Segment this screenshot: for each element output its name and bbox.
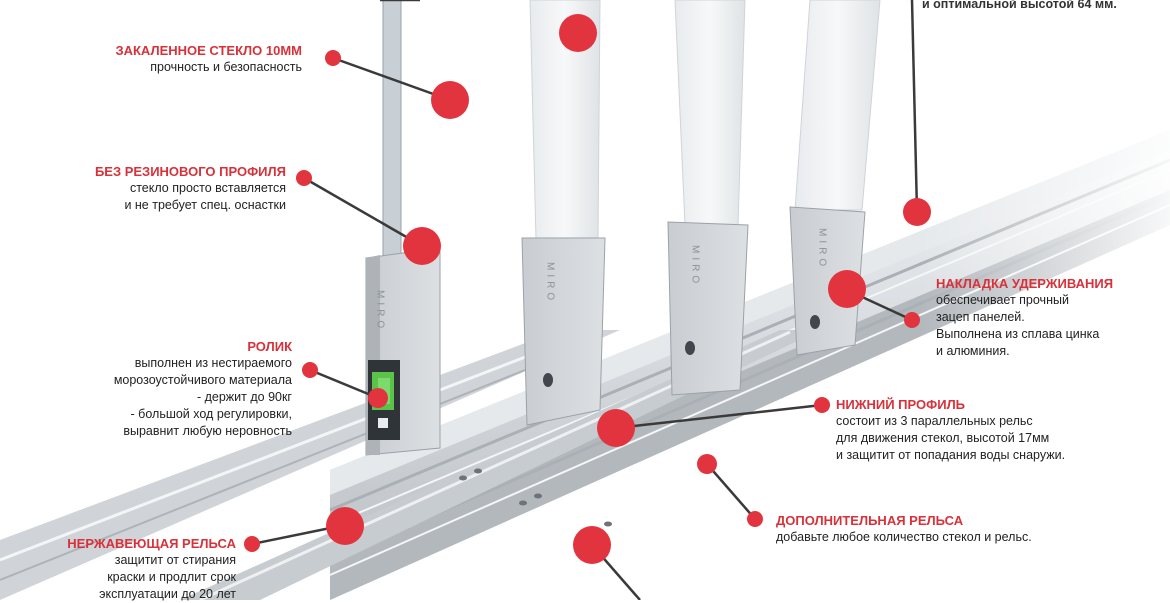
callout-title: НЕРЖАВЕЮЩАЯ РЕЛЬСА [67,536,236,551]
callout-line: - большой ход регулировки, [130,407,292,421]
callout-no-rubber: БЕЗ РЕЗИНОВОГО ПРОФИЛЯ стекло просто вст… [95,163,286,214]
glass-holders [365,206,866,456]
brand-mark-4: MIRO [817,228,828,270]
dot-bottom-profile [597,409,635,447]
dot-extra-rail [697,454,717,474]
brand-mark-1: MIRO [375,290,386,332]
callout-line: стекло просто вставляется [129,181,286,195]
brand-mark-3: MIRO [690,245,701,287]
callout-line: прочность и безопасность [150,60,302,74]
callout-glass: ЗАКАЛЕННОЕ СТЕКЛО 10ММ прочность и безоп… [115,42,302,76]
callout-title: ЗАКАЛЕННОЕ СТЕКЛО 10ММ [115,43,302,58]
callout-bottom-profile: НИЖНИЙ ПРОФИЛЬ состоит из 3 параллельных… [836,396,1065,464]
brand-mark-2: MIRO [545,262,556,304]
callout-line: выравнит любую неровность [123,424,292,438]
callout-line: состоит из 3 параллельных рельс [836,414,1033,428]
right-fade [920,0,1170,600]
dot-glass [431,81,469,119]
callout-line: эксплуатации до 20 лет [99,587,236,601]
callout-retainer: НАКЛАДКА УДЕРЖИВАНИЯ обеспечивает прочны… [936,275,1113,360]
dot-extra-rail-bottom [573,526,611,564]
callout-title: НАКЛАДКА УДЕРЖИВАНИЯ [936,276,1114,291]
callout-title: РОЛИК [247,339,292,354]
callout-title: ДОПОЛНИТЕЛЬНАЯ РЕЛЬСА [776,513,964,528]
callout-title: БЕЗ РЕЗИНОВОГО ПРОФИЛЯ [94,164,286,179]
dot-top-right [903,198,931,226]
dot-steel-rail [326,507,364,545]
callout-line: - держит до 90кг [196,390,292,404]
callout-line: краски и продлит срок [107,570,236,584]
callout-roller: РОЛИК выполнен из нестираемого морозоуст… [114,338,292,440]
dot-roller [368,388,388,408]
callout-title: НИЖНИЙ ПРОФИЛЬ [836,397,966,412]
callout-dots [244,14,931,564]
callout-line: и не требует спец. оснастки [124,198,286,212]
callout-line: и алюминия. [936,344,1010,358]
callout-extra-rail: ДОПОЛНИТЕЛЬНАЯ РЕЛЬСА добавьте любое кол… [776,512,1032,546]
callout-line: выполнен из нестираемого [134,356,292,370]
callout-line: морозоустойчивого материала [113,373,292,387]
dot-retainer [828,270,866,308]
glass-panels [382,0,881,266]
stainless-steel-rail [0,330,620,600]
callout-line: для движения стекол, высотой 17мм [836,431,1050,445]
dot-glass-top [559,14,597,52]
callout-line: и оптимальной высотой 64 мм. [922,0,1117,11]
dot-no-rubber [403,227,441,265]
callout-steel-rail: НЕРЖАВЕЮЩАЯ РЕЛЬСА защитит от стирания к… [67,535,236,603]
callout-line: обеспечивает прочный [936,293,1069,307]
callout-line: зацеп панелей. [936,310,1025,324]
callout-line: Выполнена из сплава цинка [936,327,1100,341]
callout-line: защитит от стирания [114,553,236,567]
callout-line: добавьте любое количество стекол и рельс… [776,530,1032,544]
callout-line: и защитит от попадания воды снаружи. [836,448,1066,462]
callout-top-right: и оптимальной высотой 64 мм. [922,0,1117,13]
